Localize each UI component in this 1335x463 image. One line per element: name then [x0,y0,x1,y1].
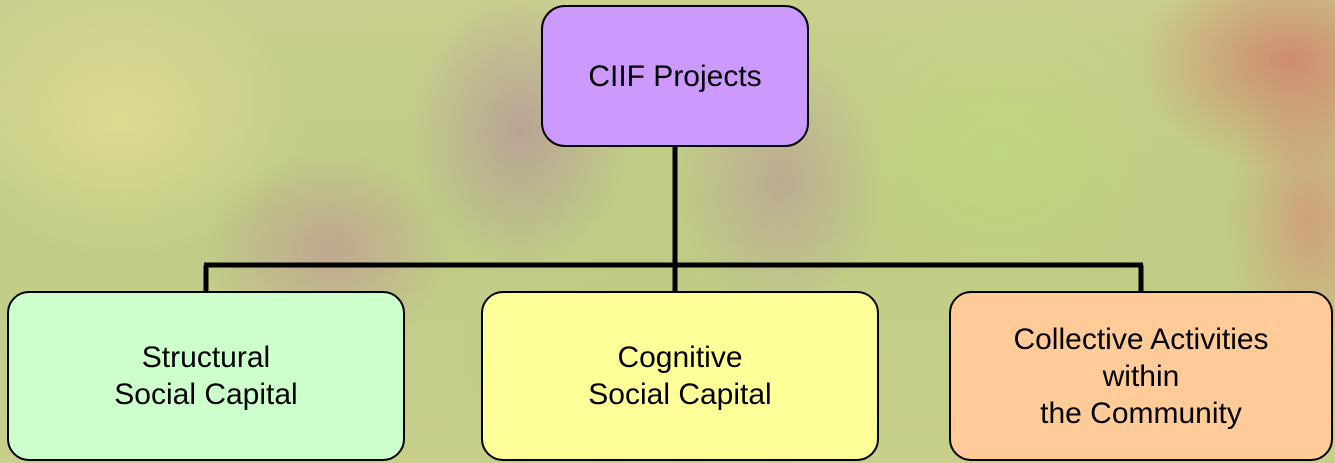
node-structural-social-capital: Structural Social Capital [7,291,405,461]
node-cognitive-social-capital: Cognitive Social Capital [481,291,879,461]
node-collective-activities: Collective Activities within the Communi… [949,291,1333,461]
node-ciif-projects: CIIF Projects [541,5,809,147]
